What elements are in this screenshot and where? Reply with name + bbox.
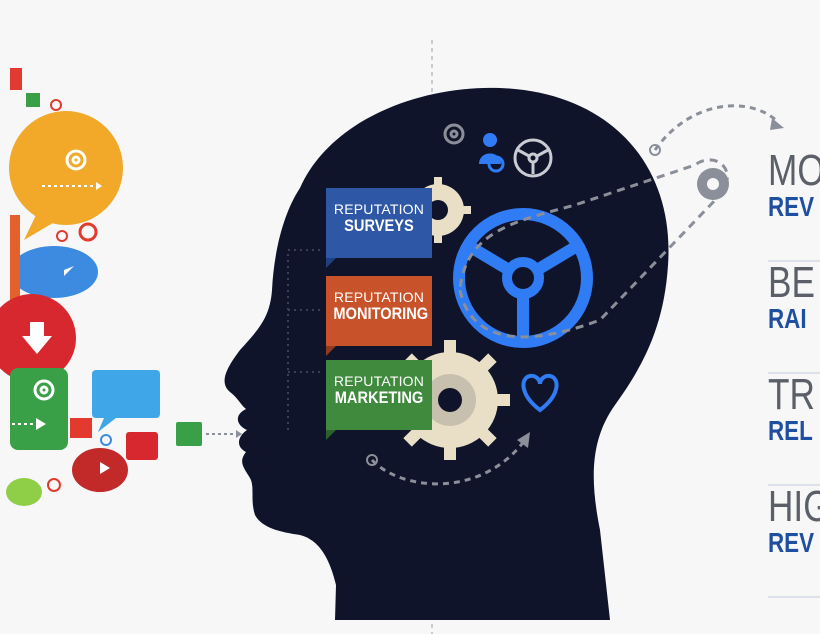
arrow-down-icon xyxy=(22,322,52,354)
speech-bubbles-cluster xyxy=(0,68,242,506)
dashed-belt xyxy=(458,158,729,339)
wheel-small-icon xyxy=(513,138,553,178)
tag-line1: REPUTATION xyxy=(333,373,425,389)
side-item-small: REV xyxy=(768,191,815,222)
play-icon xyxy=(36,418,46,430)
side-item: HIG REV xyxy=(768,486,820,598)
tag-line2: MONITORING xyxy=(333,303,429,323)
tag-line1: REPUTATION xyxy=(333,201,425,217)
gear-icon xyxy=(33,379,55,401)
tag-line1: REPUTATION xyxy=(333,289,425,305)
gear-icon xyxy=(65,149,87,171)
side-item-small: RAI xyxy=(768,303,807,334)
person-search-icon xyxy=(479,133,505,173)
heart-icon xyxy=(521,373,559,413)
tag-reputation-marketing: REPUTATION MARKETING xyxy=(326,360,432,440)
steering-wheel-icon xyxy=(453,208,593,348)
tag-reputation-monitoring: REPUTATION MONITORING xyxy=(326,276,432,356)
cog-icon xyxy=(697,168,729,200)
tag-line2: SURVEYS xyxy=(344,215,414,235)
side-item-big: HIG xyxy=(768,486,820,531)
gear-icon xyxy=(443,123,465,145)
side-item-big: TR xyxy=(768,374,815,419)
side-item: BE RAI xyxy=(768,262,820,374)
tag-reputation-surveys: REPUTATION SURVEYS xyxy=(326,188,432,268)
side-item-small: REL xyxy=(768,415,813,446)
side-item: TR REL xyxy=(768,374,820,486)
side-item-big: BE xyxy=(768,262,815,307)
dashed-arrow-top xyxy=(653,104,780,151)
tag-line2: MARKETING xyxy=(334,387,424,407)
dashed-arrow-bottom xyxy=(370,439,527,486)
connector-lines xyxy=(287,249,322,430)
side-item-small: REV xyxy=(768,527,815,558)
side-item: MO REV xyxy=(768,150,820,262)
side-list: MO REV BE RAI TR REL HIG REV xyxy=(768,150,820,598)
side-item-big: MO xyxy=(768,150,820,195)
